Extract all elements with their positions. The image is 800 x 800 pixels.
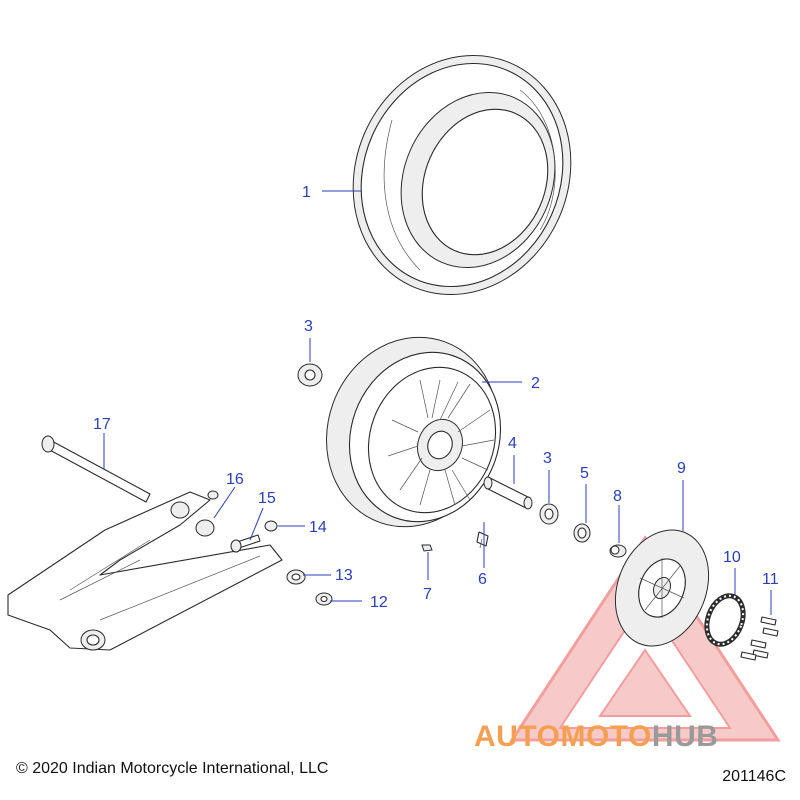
watermark-part-auto: AUTO bbox=[474, 720, 561, 753]
copyright-notice: © 2020 Indian Motorcycle International, … bbox=[16, 760, 329, 777]
callout-16: 16 bbox=[226, 471, 244, 488]
brake-rotor bbox=[614, 529, 710, 647]
bearing-lower bbox=[539, 503, 559, 525]
watermark-logo: AUTOMOTOHUB bbox=[474, 720, 718, 754]
callout-2: 2 bbox=[531, 375, 540, 392]
rotor-bolts bbox=[740, 616, 779, 661]
nut-14 bbox=[264, 520, 278, 532]
callout-labels: 1 2 3 3 4 5 6 7 8 9 10 11 12 13 14 15 16… bbox=[93, 184, 779, 611]
callout-7: 7 bbox=[423, 586, 432, 603]
callout-5: 5 bbox=[580, 465, 589, 482]
watermark-part-moto: MOTO bbox=[560, 720, 652, 753]
callout-10: 10 bbox=[723, 549, 741, 566]
leader-lines bbox=[103, 190, 772, 615]
bushing-16 bbox=[195, 490, 219, 537]
pivot-shaft bbox=[41, 435, 151, 503]
swingarm bbox=[7, 491, 283, 651]
spacer bbox=[483, 476, 533, 510]
rotor-ring bbox=[704, 593, 746, 647]
valve-stem bbox=[476, 531, 489, 549]
clip bbox=[421, 544, 433, 552]
callout-3-lower: 3 bbox=[543, 450, 552, 467]
callout-8: 8 bbox=[613, 488, 622, 505]
nut-12 bbox=[315, 592, 333, 606]
callout-14: 14 bbox=[309, 519, 327, 536]
callout-13: 13 bbox=[335, 567, 353, 584]
washer-13 bbox=[286, 569, 306, 585]
diagram-id: 201146C bbox=[722, 768, 786, 785]
rear-wheel bbox=[326, 336, 502, 528]
callout-4: 4 bbox=[508, 435, 517, 452]
seal bbox=[573, 523, 591, 543]
callout-3-upper: 3 bbox=[304, 318, 313, 335]
bolt-15 bbox=[230, 534, 261, 553]
callout-6: 6 bbox=[478, 571, 487, 588]
callout-15: 15 bbox=[258, 490, 276, 507]
callout-9: 9 bbox=[677, 460, 686, 477]
watermark-part-hub: HUB bbox=[651, 720, 719, 753]
bearing-upper bbox=[297, 363, 323, 387]
callout-12: 12 bbox=[370, 594, 388, 611]
callout-11: 11 bbox=[762, 571, 779, 588]
callout-17: 17 bbox=[93, 416, 111, 433]
callout-1: 1 bbox=[302, 184, 311, 201]
bushing bbox=[609, 544, 627, 558]
tire bbox=[352, 54, 572, 296]
